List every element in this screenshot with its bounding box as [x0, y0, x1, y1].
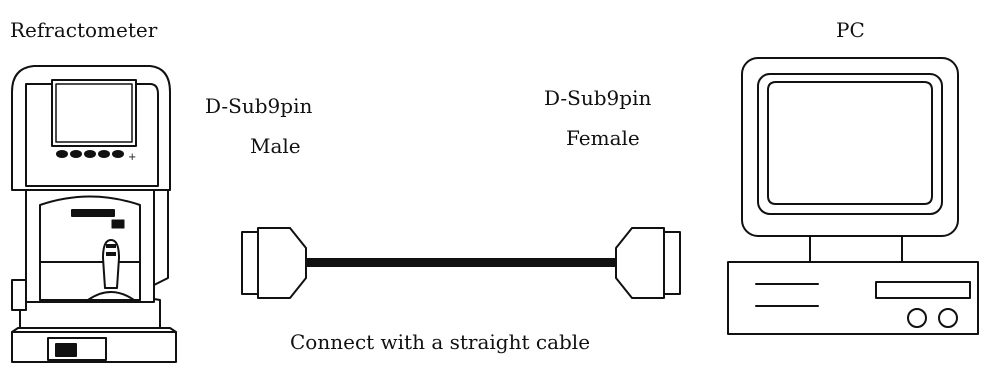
- refractometer-device: +: [11, 65, 177, 363]
- male-connector: [241, 227, 307, 299]
- cable-caption: Connect with a straight cable: [290, 330, 591, 354]
- female-connector-gender-label: Female: [566, 126, 640, 150]
- refractometer-title: Refractometer: [10, 18, 158, 42]
- female-connector-type-label: D-Sub9pin: [544, 86, 652, 110]
- panel-buttons: [56, 150, 124, 158]
- straight-cable: [241, 227, 681, 299]
- pc-title: PC: [836, 18, 865, 42]
- svg-text:+: +: [128, 152, 136, 163]
- cable-line: [306, 258, 618, 267]
- male-connector-type-label: D-Sub9pin: [205, 94, 313, 118]
- male-connector-gender-label: Male: [250, 134, 301, 158]
- pc-device: [727, 57, 979, 335]
- female-connector: [615, 227, 681, 299]
